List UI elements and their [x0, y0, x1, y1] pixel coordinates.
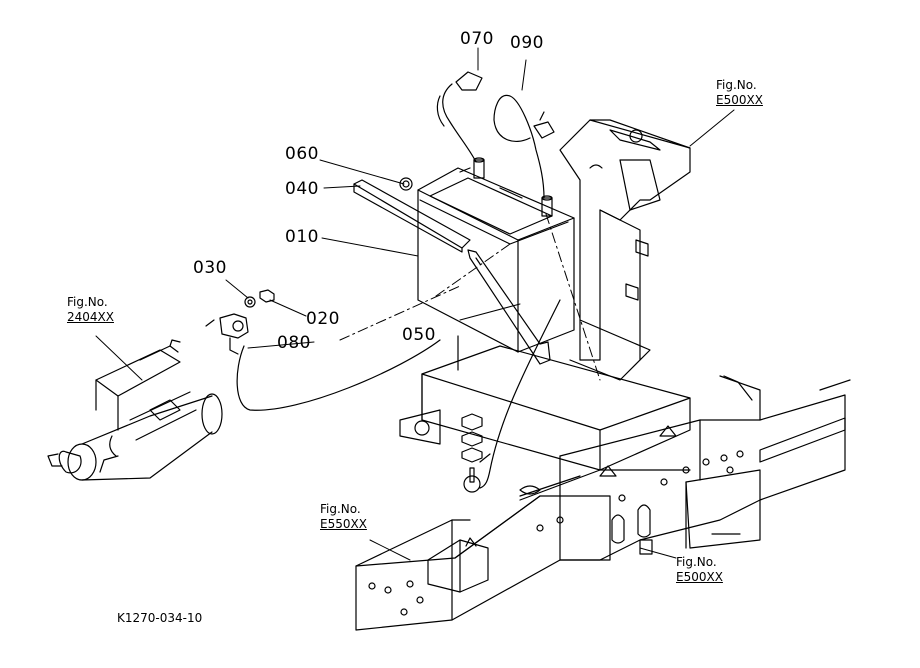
leader-lines	[95, 47, 735, 561]
part-number-label: 020	[306, 309, 340, 329]
battery-cables	[236, 71, 561, 493]
figure-reference-title: Fig.No.	[676, 555, 717, 569]
part-number-label: 070	[460, 29, 494, 49]
part-number-label: 040	[285, 179, 319, 199]
figure-reference-title: Fig.No.	[716, 78, 757, 92]
battery	[417, 157, 575, 353]
part-number-label: 010	[285, 227, 319, 247]
figure-reference-title: Fig.No.	[320, 502, 361, 516]
figure-reference: Fig.No. 2404XX	[67, 296, 114, 323]
figure-reference: Fig.No. E500XX	[716, 79, 763, 106]
fastener-stack	[461, 413, 483, 483]
figure-reference-number: 2404XX	[67, 310, 114, 324]
drawing-code: K1270-034-10	[117, 611, 203, 625]
starter-terminal-cap	[205, 289, 275, 355]
figure-reference-number: E550XX	[320, 517, 367, 531]
starter-motor	[47, 339, 223, 481]
part-number-label: 080	[277, 333, 311, 353]
battery-hold-down-bar	[353, 177, 551, 365]
part-number-label: 050	[402, 325, 436, 345]
figure-reference-title: Fig.No.	[67, 295, 108, 309]
frame-rail-right	[519, 375, 851, 561]
part-number-label: 030	[193, 258, 227, 278]
figure-reference-number: E500XX	[716, 93, 763, 107]
battery-tray	[399, 335, 691, 477]
figure-reference: Fig.No. E500XX	[676, 556, 723, 583]
figure-reference: Fig.No. E550XX	[320, 503, 367, 530]
part-number-label: 060	[285, 144, 319, 164]
figure-reference-number: E500XX	[676, 570, 723, 584]
part-number-label: 090	[510, 33, 544, 53]
battery-support-bracket	[559, 119, 691, 381]
